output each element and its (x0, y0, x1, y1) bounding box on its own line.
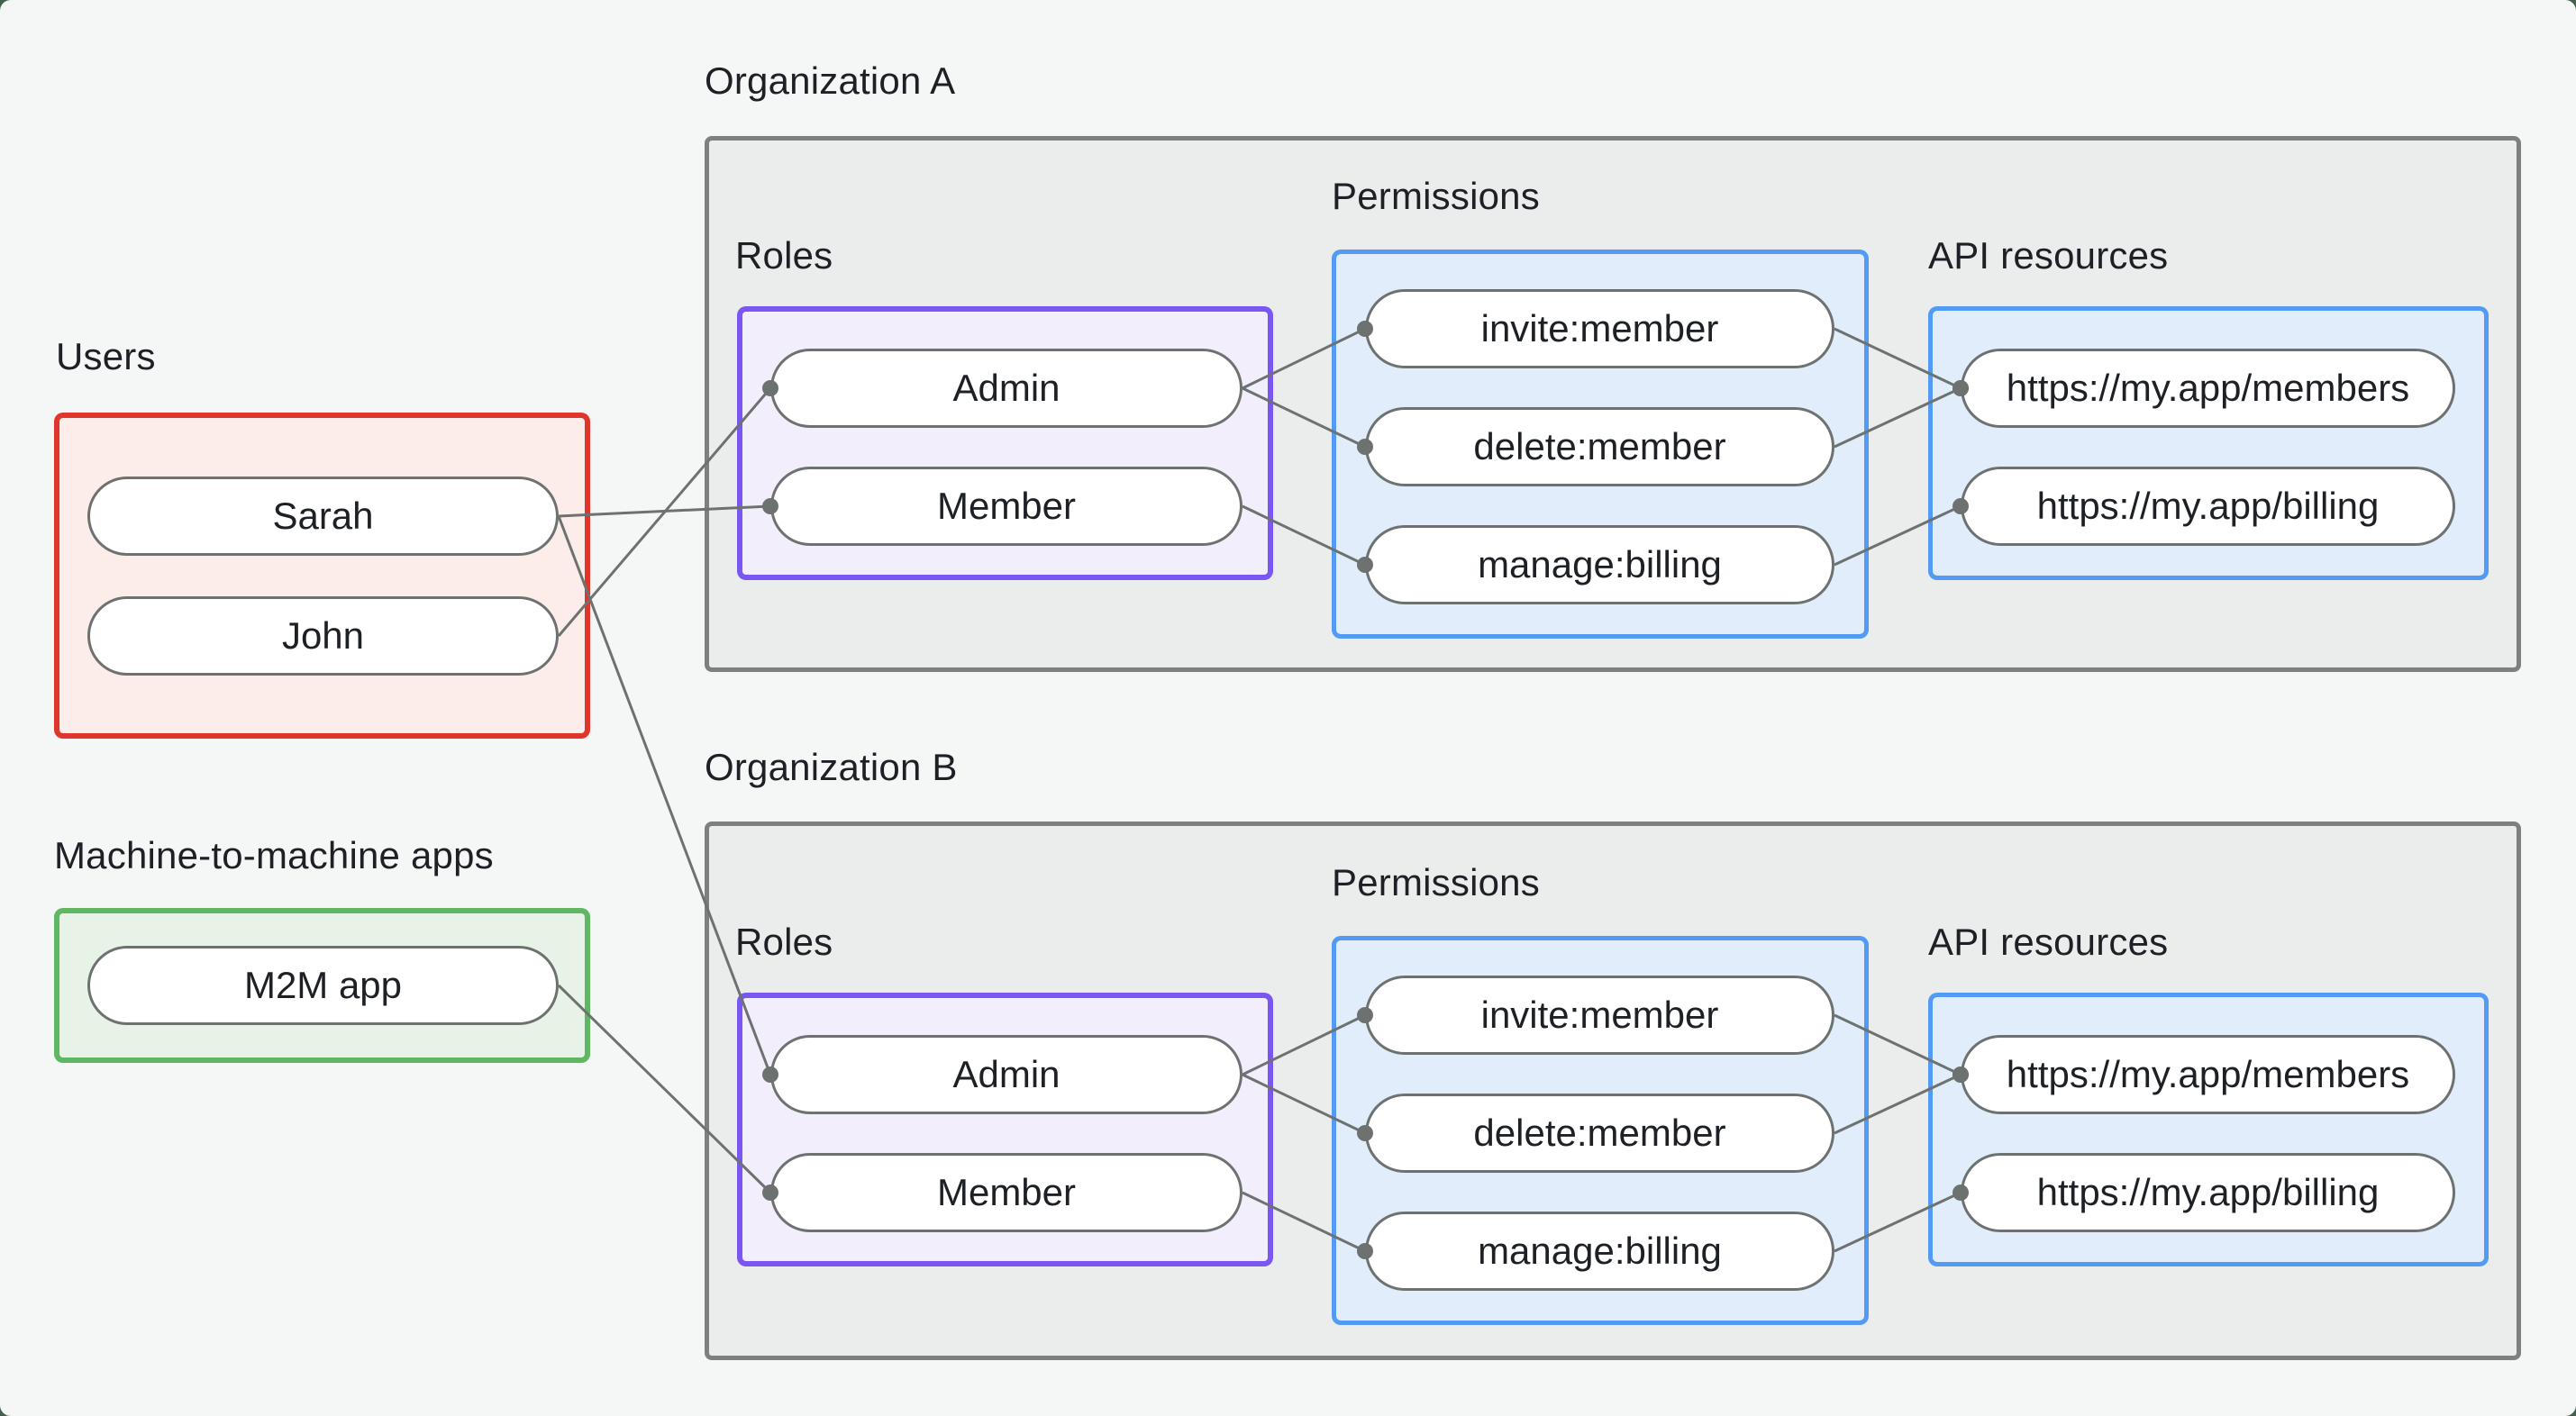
org-b-role-pill-member: Member (770, 1153, 1242, 1232)
org-a-permissions-box: invite:member delete:member manage:billi… (1332, 250, 1869, 639)
org-a-api-pill-members: https://my.app/members (1961, 349, 2455, 428)
org-a-permissions-label: Permissions (1332, 175, 1540, 217)
user-pill-sarah: Sarah (87, 477, 559, 556)
org-a-permission-pill-manage-billing: manage:billing (1365, 525, 1834, 604)
org-b-permission-pill-delete-member: delete:member (1365, 1094, 1834, 1173)
users-group-label: Users (56, 335, 156, 377)
m2m-group-box: M2M app (54, 908, 590, 1063)
org-a-roles-box: Admin Member (737, 306, 1273, 580)
org-b-api-resources-label: API resources (1928, 921, 2169, 963)
org-b-permission-pill-manage-billing: manage:billing (1365, 1212, 1834, 1291)
org-a-roles-label: Roles (735, 234, 833, 277)
org-b-permissions-box: invite:member delete:member manage:billi… (1332, 936, 1869, 1325)
org-a-permission-pill-delete-member: delete:member (1365, 407, 1834, 486)
org-a-role-pill-member: Member (770, 467, 1242, 546)
org-b-role-pill-admin: Admin (770, 1035, 1242, 1114)
org-b-title: Organization B (705, 746, 958, 788)
m2m-app-pill: M2M app (87, 946, 559, 1025)
org-a-api-pill-billing: https://my.app/billing (1961, 467, 2455, 546)
org-b-api-pill-members: https://my.app/members (1961, 1035, 2455, 1114)
org-a-permission-pill-invite-member: invite:member (1365, 289, 1834, 368)
org-b-permission-pill-invite-member: invite:member (1365, 976, 1834, 1055)
org-b-roles-label: Roles (735, 921, 833, 963)
org-b-permissions-label: Permissions (1332, 861, 1540, 903)
user-pill-john: John (87, 596, 559, 676)
org-a-title: Organization A (705, 59, 956, 102)
org-a-role-pill-admin: Admin (770, 349, 1242, 428)
m2m-group-label: Machine-to-machine apps (54, 834, 494, 876)
org-a-api-resources-label: API resources (1928, 234, 2169, 277)
users-group-box: Sarah John (54, 413, 590, 739)
org-b-api-pill-billing: https://my.app/billing (1961, 1153, 2455, 1232)
org-b-api-resources-box: https://my.app/members https://my.app/bi… (1928, 993, 2489, 1266)
org-a-api-resources-box: https://my.app/members https://my.app/bi… (1928, 306, 2489, 580)
org-b-roles-box: Admin Member (737, 993, 1273, 1266)
